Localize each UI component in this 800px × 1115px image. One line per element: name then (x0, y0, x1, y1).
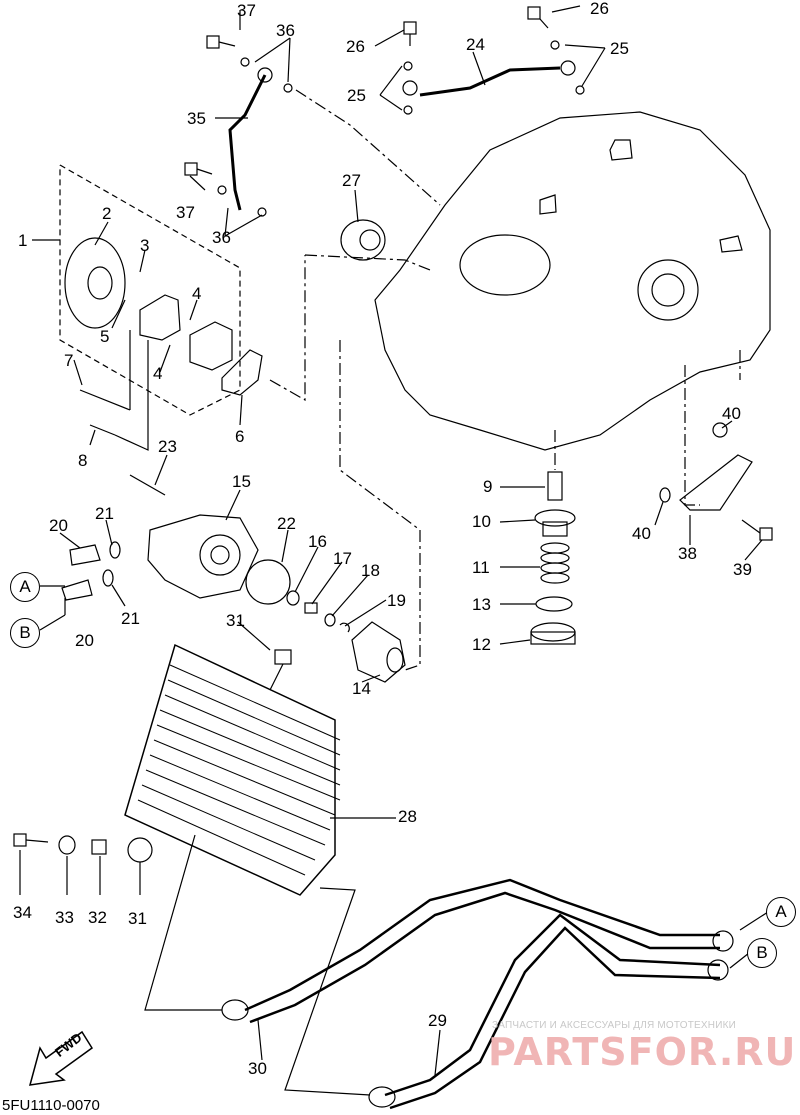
case-boss (637, 259, 699, 321)
callout-40: 40 (632, 524, 651, 543)
case-bore (459, 234, 551, 296)
callout-15: 15 (232, 472, 251, 491)
callout-34: 34 (13, 903, 32, 922)
callout-40: 40 (722, 404, 741, 423)
callout-36: 36 (212, 228, 231, 247)
callout-26: 26 (590, 0, 609, 18)
callout-9: 9 (483, 477, 493, 496)
oil-cooler (124, 643, 336, 896)
callout-28: 28 (398, 807, 417, 826)
callout-2: 2 (102, 204, 112, 223)
callout-31: 31 (128, 909, 147, 928)
callout-29: 29 (428, 1011, 447, 1030)
callout-33: 33 (55, 908, 74, 927)
callout-20: 20 (49, 516, 68, 535)
callout-26: 26 (346, 37, 365, 56)
pump-gear (64, 237, 126, 329)
callout-39: 39 (733, 560, 752, 579)
callout-17: 17 (333, 549, 352, 568)
callout-4: 4 (153, 364, 163, 383)
callout-22: 22 (277, 514, 296, 533)
pump-cover (189, 321, 233, 371)
connector-b-right: B (747, 938, 777, 968)
watermark-brand: PARTSFOR.RU (488, 1030, 797, 1074)
connector-a-right: A (766, 897, 796, 927)
part-10 (534, 509, 576, 527)
callout-37: 37 (237, 1, 256, 20)
callout-38: 38 (678, 544, 697, 563)
oil-filter (351, 621, 406, 683)
callout-21: 21 (121, 609, 140, 628)
fwd-arrow (28, 1030, 94, 1086)
callout-37: 37 (176, 203, 195, 222)
callout-5: 5 (100, 327, 110, 346)
callout-25: 25 (347, 86, 366, 105)
callout-30: 30 (248, 1059, 267, 1078)
oil-pipe-24 (419, 66, 561, 97)
callout-18: 18 (361, 561, 380, 580)
o-ring-22 (245, 559, 291, 605)
hose-29-inner (389, 926, 721, 1110)
callout-20: 20 (75, 631, 94, 650)
group-box (59, 164, 241, 416)
callout-8: 8 (78, 451, 88, 470)
callout-32: 32 (88, 908, 107, 927)
hose-30-inner (249, 891, 720, 1024)
callout-31: 31 (226, 611, 245, 630)
pump-plate (221, 349, 263, 396)
hose-30 (244, 878, 720, 1012)
connector-a-left: A (10, 572, 40, 602)
callout-11: 11 (472, 558, 490, 577)
callout-6: 6 (235, 427, 245, 446)
connector-b-left: B (10, 618, 40, 648)
diagram-code: 5FU1110-0070 (2, 1097, 100, 1114)
cooler-fins (137, 664, 341, 876)
callout-27: 27 (342, 171, 361, 190)
pump-body (139, 294, 181, 341)
callout-13: 13 (472, 595, 491, 614)
oil-pipe-35 (228, 74, 267, 211)
callout-16: 16 (308, 532, 327, 551)
filter-housing (147, 514, 259, 599)
callout-14: 14 (352, 679, 371, 698)
callout-25: 25 (610, 39, 629, 58)
callout-10: 10 (472, 512, 491, 531)
callout-19: 19 (387, 591, 406, 610)
callout-3: 3 (140, 236, 150, 255)
callout-35: 35 (187, 109, 206, 128)
callout-21: 21 (95, 504, 114, 523)
hose-29 (384, 913, 721, 1097)
watermark-tagline: ЗАПЧАСТИ И АКСЕССУАРЫ ДЛЯ МОТОТЕХНИКИ (492, 1020, 737, 1031)
callout-7: 7 (64, 351, 74, 370)
callout-1: 1 (18, 231, 28, 250)
o-ring-13 (535, 596, 573, 612)
callout-4: 4 (192, 284, 202, 303)
part-27 (340, 219, 386, 261)
callout-12: 12 (472, 635, 491, 654)
callout-36: 36 (276, 21, 295, 40)
callout-24: 24 (466, 35, 485, 54)
callout-23: 23 (158, 437, 177, 456)
engine-case (374, 111, 771, 451)
